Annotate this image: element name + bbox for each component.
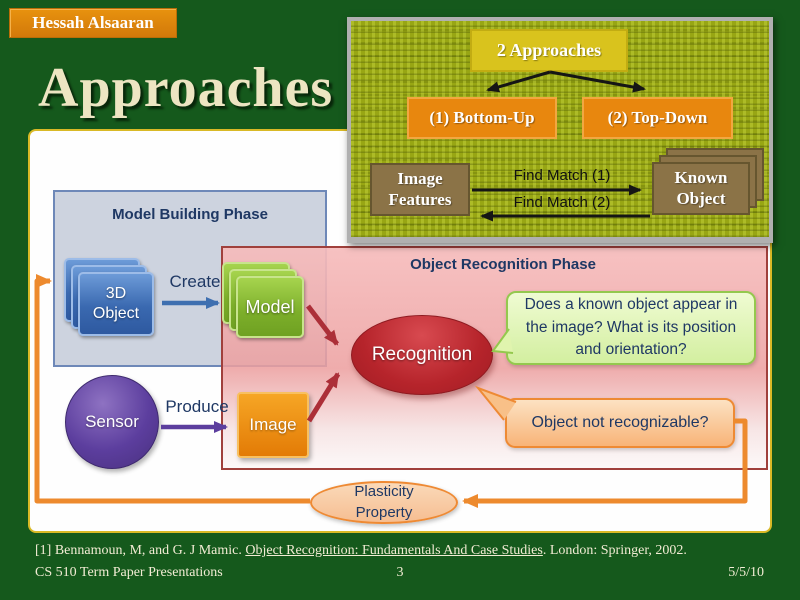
known-object-label: Known Object (674, 168, 728, 208)
object-recognition-phase-title: Object Recognition Phase (410, 256, 596, 273)
3d-object-stack: 3D Object (64, 258, 154, 336)
approaches-overview-panel: 2 Approaches (1) Bottom-Up (2) Top-Down … (347, 17, 773, 243)
known-object-box: Known Object (652, 162, 750, 215)
image-features-box: Image Features (370, 163, 470, 216)
plasticity-property-label: Plasticity Property (354, 483, 414, 521)
citation-suffix: . London: Springer, 2002. (542, 543, 687, 558)
model-building-phase-title: Model Building Phase (112, 206, 268, 223)
3d-object-box: 3D Object (78, 272, 154, 336)
not-recognizable-text: Object not recognizable? (531, 414, 709, 431)
find-match-2-label: Find Match (2) (513, 194, 611, 211)
known-object-stack: Known Object (652, 148, 764, 215)
create-arrow-label: Create (169, 272, 221, 291)
not-recognizable-bubble: Object not recognizable? (505, 398, 735, 448)
find-match-1-label: Find Match (1) (513, 167, 611, 184)
plasticity-property-ellipse: Plasticity Property (310, 481, 458, 524)
known-object-question-bubble: Does a known object appear in the image?… (506, 291, 756, 365)
recognition-label: Recognition (371, 344, 473, 365)
image-box: Image (237, 392, 309, 458)
model-box: Model (236, 276, 304, 338)
recognition-ellipse: Recognition (351, 315, 493, 395)
sensor-label: Sensor (85, 412, 139, 431)
top-down-box: (2) Top-Down (582, 97, 733, 139)
model-label: Model (245, 296, 295, 317)
bottom-up-box: (1) Bottom-Up (407, 97, 557, 139)
citation: [1] Bennamoun, M, and G. J Mamic. Object… (35, 543, 775, 559)
citation-link[interactable]: Object Recognition: Fundamentals And Cas… (245, 543, 543, 558)
3d-object-label: 3D Object (92, 285, 140, 322)
known-object-question-text: Does a known object appear in the image?… (524, 296, 738, 359)
course-name: CS 510 Term Paper Presentations (35, 565, 223, 580)
author-badge: Hessah Alsaaran (9, 8, 177, 38)
sensor-ellipse: Sensor (65, 375, 159, 469)
image-label: Image (249, 415, 297, 434)
citation-prefix: [1] Bennamoun, M, and G. J Mamic. (35, 543, 246, 558)
model-stack: Model (222, 262, 304, 338)
produce-arrow-label: Produce (165, 397, 229, 416)
page-number: 3 (396, 565, 404, 580)
two-approaches-box: 2 Approaches (470, 29, 628, 72)
image-features-label: Image Features (388, 169, 452, 209)
slide-date: 5/5/10 (728, 565, 764, 580)
page-title: Approaches (38, 57, 334, 119)
